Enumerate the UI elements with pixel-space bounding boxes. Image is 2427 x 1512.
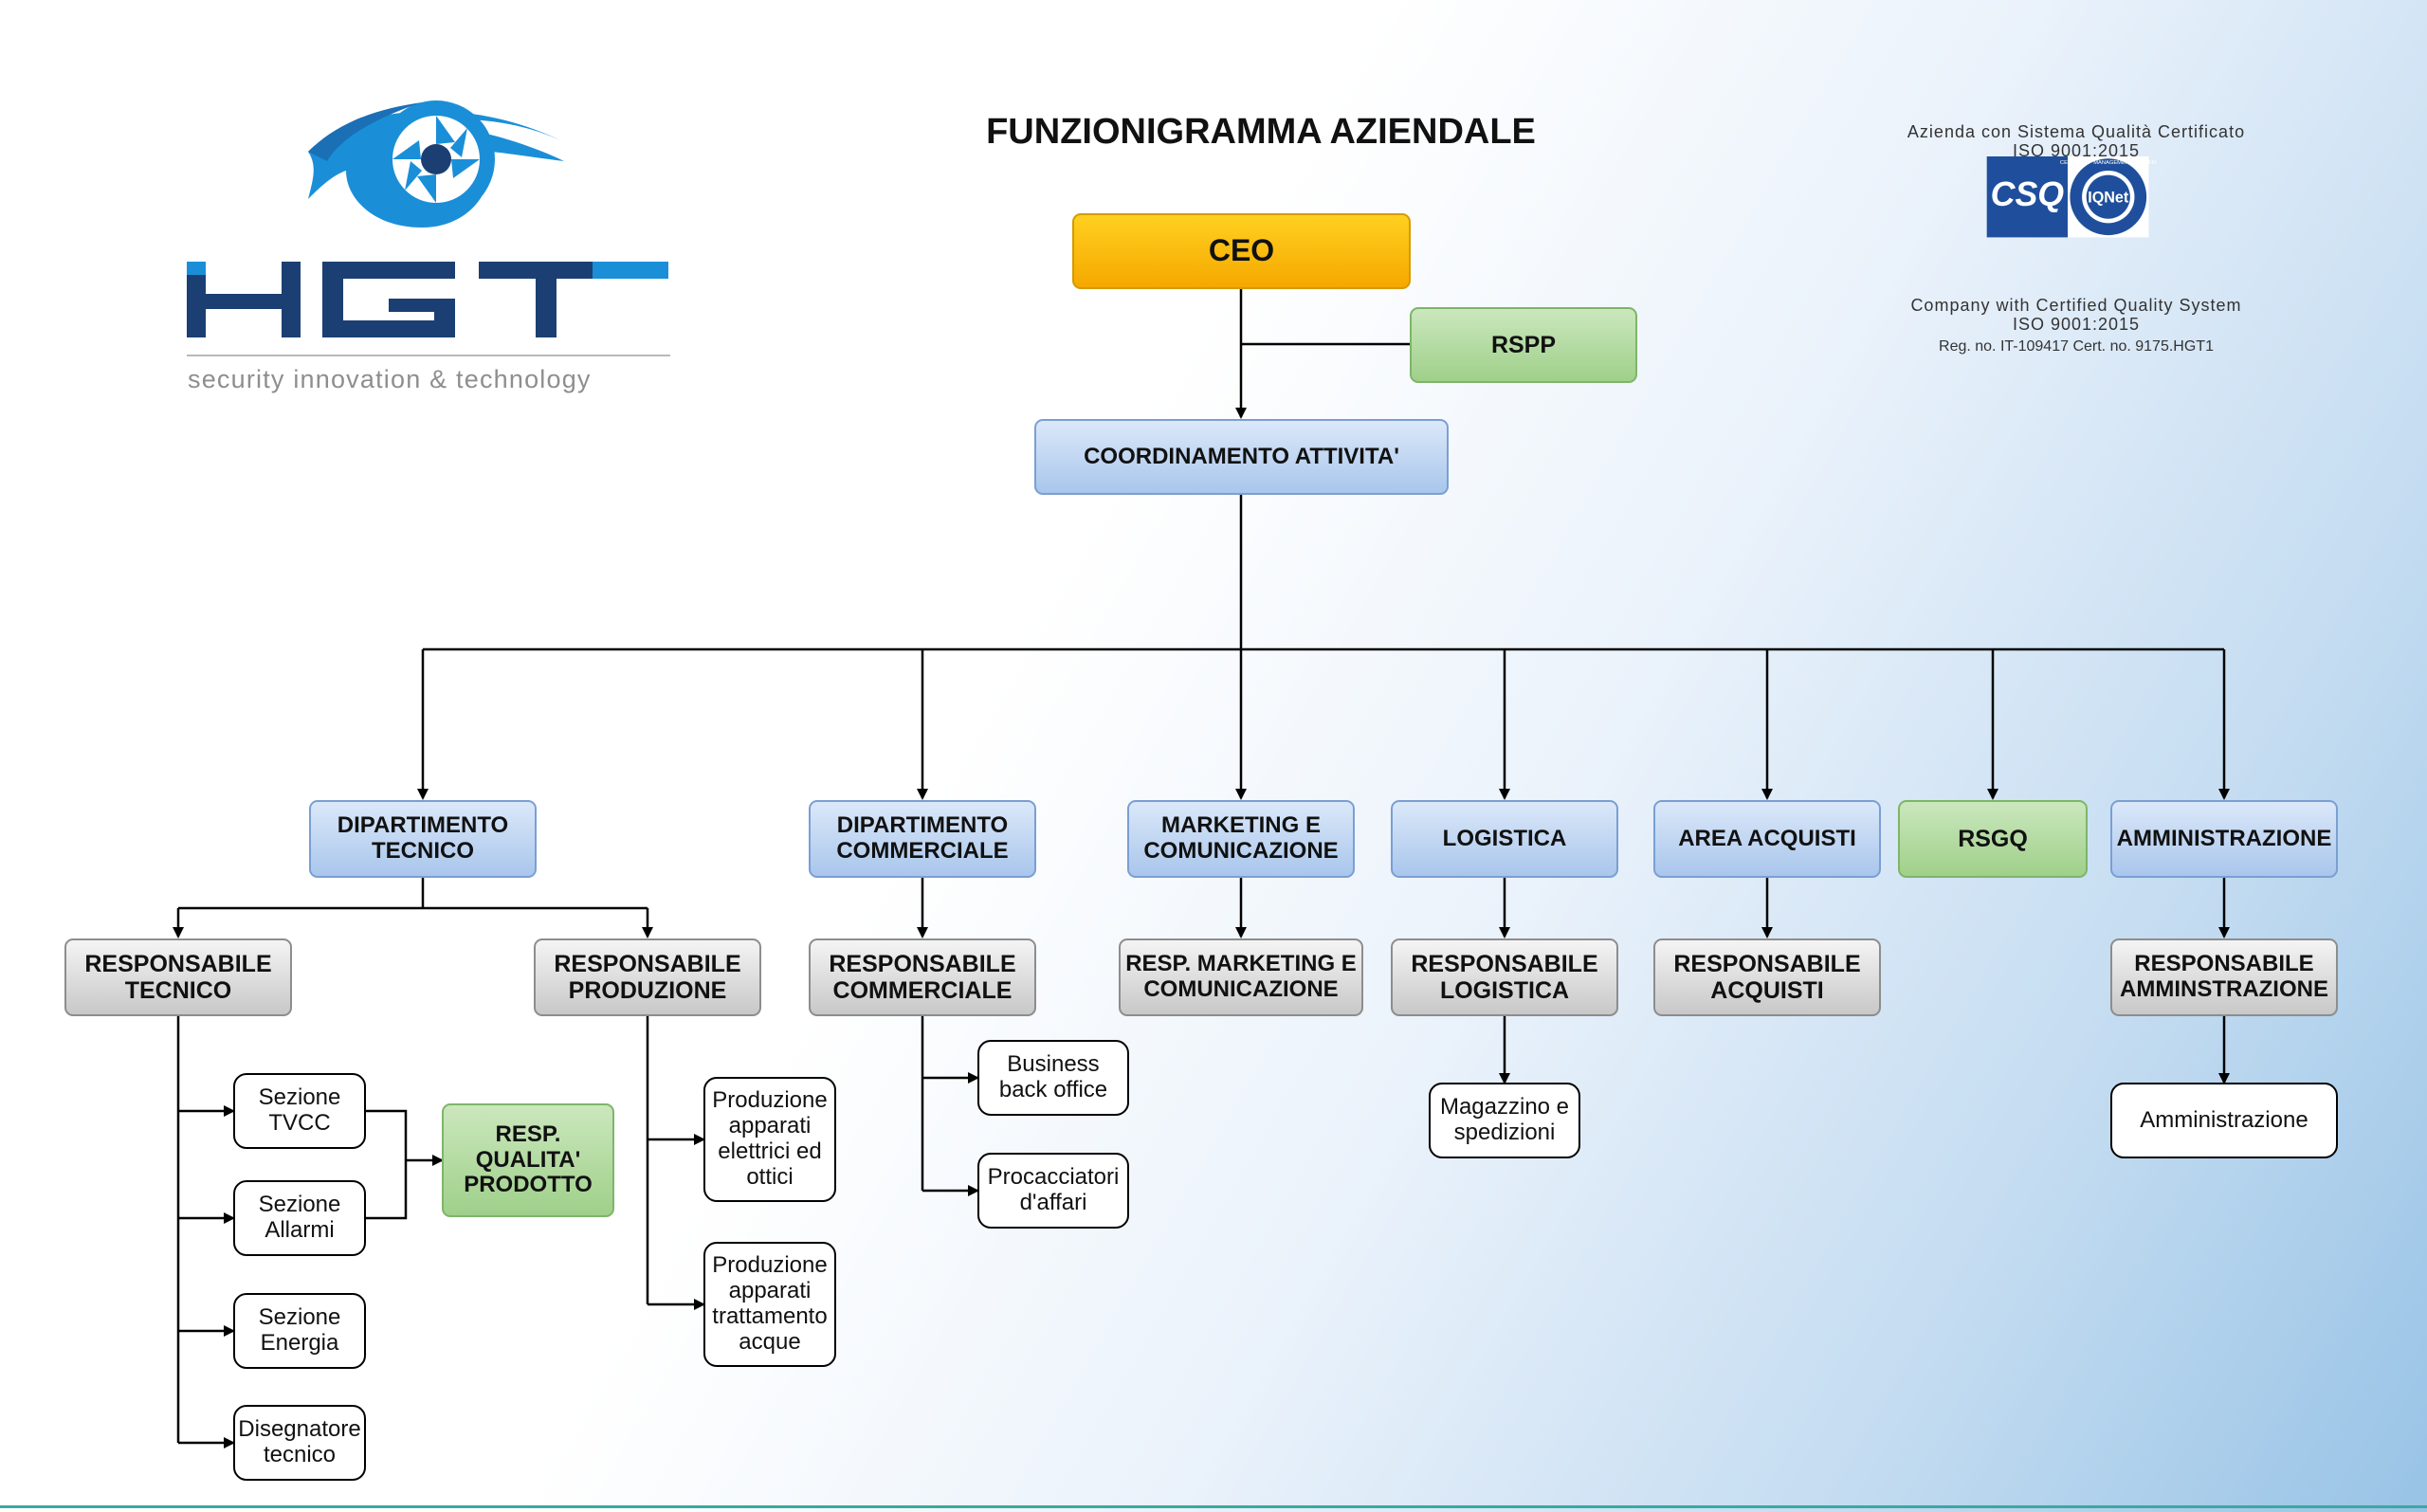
node-resp-produzione: RESPONSABILE PRODUZIONE [534, 938, 761, 1016]
eye-icon [308, 100, 564, 228]
node-amministrazione-office: Amministrazione [2110, 1083, 2338, 1158]
node-ceo: CEO [1072, 213, 1411, 289]
node-produzione-acque: Produzione apparati trattamento acque [703, 1242, 836, 1367]
node-sezione-energia: Sezione Energia [233, 1293, 366, 1369]
node-rspp: RSPP [1410, 307, 1637, 383]
cert-top-text: Azienda con Sistema Qualità Certificato … [1907, 122, 2246, 160]
node-resp-acquisti: RESPONSABILE ACQUISTI [1653, 938, 1881, 1016]
node-resp-logistica: RESPONSABILE LOGISTICA [1391, 938, 1618, 1016]
node-resp-tecnico: RESPONSABILE TECNICO [64, 938, 292, 1016]
seal-iqnet-text: IQNet [2088, 189, 2129, 206]
cert-reg-text: Reg. no. IT-109417 Cert. no. 9175.HGT1 [1939, 338, 2214, 355]
node-resp-commerciale: RESPONSABILE COMMERCIALE [809, 938, 1036, 1016]
node-produzione-elettrici: Produzione apparati elettrici ed ottici [703, 1077, 836, 1202]
node-logistica: LOGISTICA [1391, 800, 1618, 878]
node-acquisti: AREA ACQUISTI [1653, 800, 1881, 878]
seal-csq-text: CSQ [1991, 175, 2065, 213]
node-coordinamento: COORDINAMENTO ATTIVITA' [1034, 419, 1449, 495]
cert-bottom-text: Company with Certified Quality System IS… [1910, 296, 2242, 334]
csq-iqnet-seal-icon: CSQ IQNet CERTIFIED · MANAGEMENT SYSTEM [1986, 156, 2157, 238]
node-rsgq: RSGQ [1898, 800, 2088, 878]
node-dip-commerciale: DIPARTIMENTO COMMERCIALE [809, 800, 1036, 878]
hgt-logo [187, 100, 670, 356]
bottom-divider [0, 1505, 2427, 1508]
node-marketing: MARKETING E COMUNICAZIONE [1127, 800, 1355, 878]
logo-tagline: security innovation & technology [188, 365, 592, 393]
seal-ring-text: CERTIFIED · MANAGEMENT SYSTEM [2060, 160, 2157, 166]
node-procacciatori: Procacciatori d'affari [977, 1153, 1129, 1229]
node-magazzino-spedizioni: Magazzino e spedizioni [1429, 1083, 1580, 1158]
node-business-back-office: Business back office [977, 1040, 1129, 1116]
node-amministrazione: AMMINISTRAZIONE [2110, 800, 2338, 878]
node-sezione-tvcc: Sezione TVCC [233, 1073, 366, 1149]
page-title: FUNZIONIGRAMMA AZIENDALE [986, 112, 1536, 152]
node-sezione-allarmi: Sezione Allarmi [233, 1180, 366, 1256]
node-resp-qualita-prodotto: RESP. QUALITA' PRODOTTO [442, 1103, 614, 1217]
node-disegnatore-tecnico: Disegnatore tecnico [233, 1405, 366, 1481]
node-resp-marketing: RESP. MARKETING E COMUNICAZIONE [1119, 938, 1363, 1016]
hgt-letters [187, 262, 670, 356]
node-dip-tecnico: DIPARTIMENTO TECNICO [309, 800, 537, 878]
node-resp-amministrazione: RESPONSABILE AMMINSTRAZIONE [2110, 938, 2338, 1016]
